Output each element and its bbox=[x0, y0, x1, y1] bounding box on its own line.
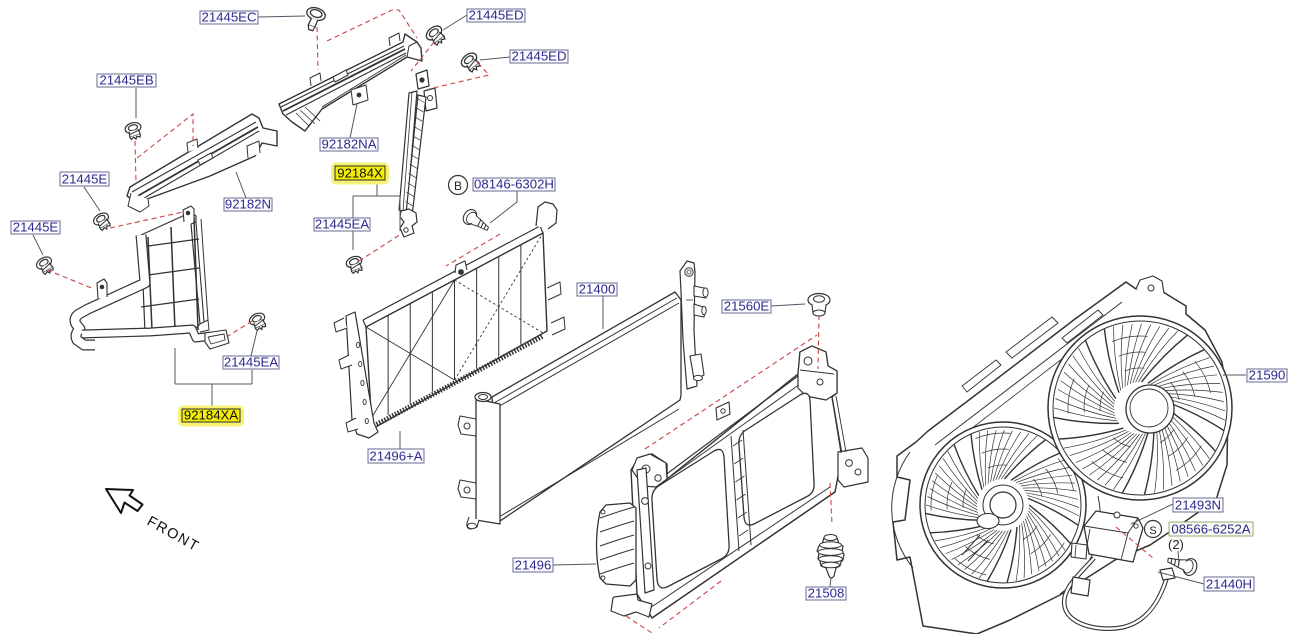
svg-text:21496: 21496 bbox=[515, 558, 552, 573]
svg-text:21445ED: 21445ED bbox=[469, 8, 524, 23]
svg-text:B: B bbox=[454, 179, 462, 193]
svg-text:21440H: 21440H bbox=[1206, 577, 1252, 592]
svg-text:21445EA: 21445EA bbox=[224, 355, 278, 370]
svg-text:(2): (2) bbox=[1168, 537, 1184, 552]
svg-text:S: S bbox=[1149, 525, 1156, 537]
svg-text:08146-6302H: 08146-6302H bbox=[474, 177, 554, 192]
svg-text:21445EA: 21445EA bbox=[315, 217, 369, 232]
svg-text:21445EC: 21445EC bbox=[202, 10, 257, 25]
svg-text:21445E: 21445E bbox=[62, 172, 108, 187]
svg-text:21508: 21508 bbox=[808, 586, 845, 601]
svg-text:92184XA: 92184XA bbox=[184, 408, 238, 423]
svg-text:92182NA: 92182NA bbox=[322, 137, 377, 152]
svg-text:92184X: 92184X bbox=[337, 166, 383, 181]
svg-text:21560E: 21560E bbox=[724, 299, 770, 314]
svg-text:21496+A: 21496+A bbox=[369, 449, 422, 464]
svg-text:21445ED: 21445ED bbox=[512, 49, 567, 64]
svg-text:08566-6252A: 08566-6252A bbox=[1171, 522, 1250, 537]
svg-text:21493N: 21493N bbox=[1175, 498, 1221, 513]
svg-text:21445EB: 21445EB bbox=[99, 73, 153, 88]
svg-text:21400: 21400 bbox=[579, 282, 616, 297]
svg-text:21590: 21590 bbox=[1249, 368, 1286, 383]
svg-text:92182N: 92182N bbox=[225, 197, 271, 212]
svg-text:21445E: 21445E bbox=[13, 220, 59, 235]
